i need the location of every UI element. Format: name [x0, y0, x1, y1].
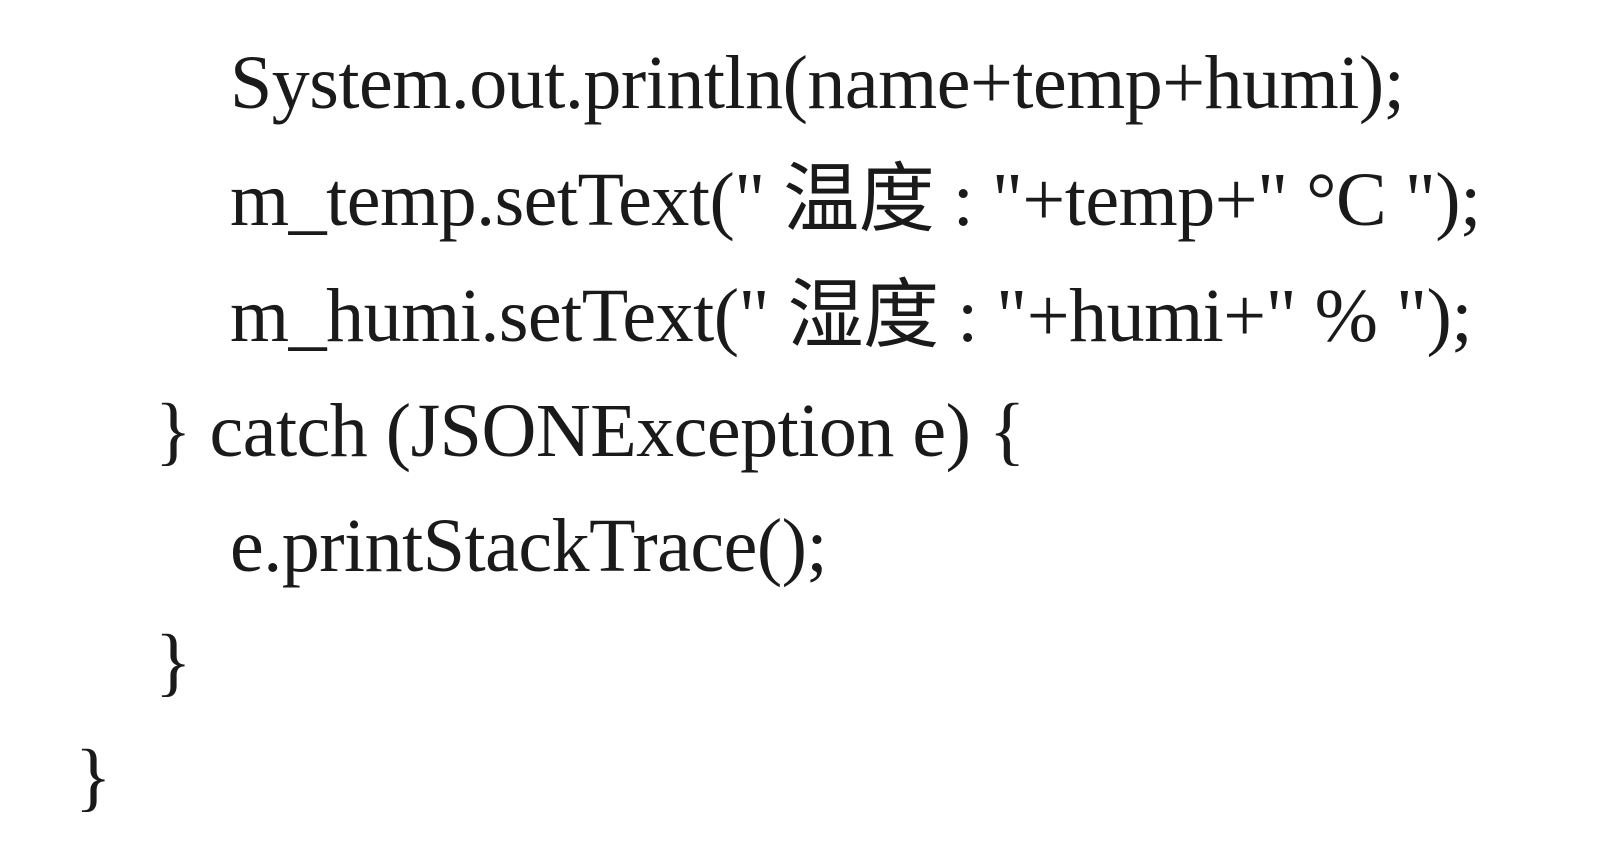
code-line-close-outer-brace: } — [75, 735, 111, 819]
code-line-print-stack-trace: e.printStackTrace(); — [230, 504, 828, 588]
code-line-catch: } catch (JSONException e) { — [155, 389, 1025, 473]
code-line-set-temp: m_temp.setText(" 温度 : "+temp+" °C "); — [230, 158, 1481, 242]
code-line-close-catch-brace: } — [155, 620, 191, 704]
code-line-set-humi: m_humi.setText(" 湿度 : "+humi+" % "); — [230, 274, 1472, 358]
code-line-println: System.out.println(name+temp+humi); — [230, 41, 1405, 125]
